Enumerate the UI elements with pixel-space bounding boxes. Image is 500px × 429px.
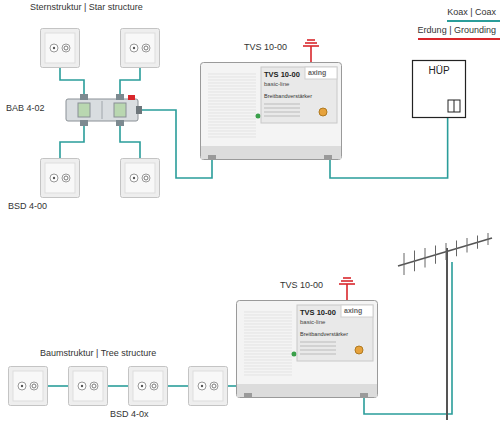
transfer-point-box: HÜP: [412, 60, 466, 118]
wall-socket: [69, 367, 108, 406]
legend-item: Koax | Coax: [447, 1, 500, 22]
structure-label: Sternstruktur | Star structure: [30, 3, 143, 13]
wall-socket: [121, 29, 160, 68]
wall-socket: [129, 367, 168, 406]
node-text: BAB 4-02: [6, 104, 45, 114]
coax-wire: [60, 68, 140, 158]
ground-symbol: [303, 40, 319, 62]
node-text: axing: [344, 307, 362, 315]
amplifier-box: TVS 10-00TVS 10-00basic-lineaxingBreitba…: [236, 300, 378, 398]
node-text: TVS 10-00: [300, 309, 336, 317]
legend-text: Erdung | Grounding: [418, 26, 500, 36]
node-text: TVS 10-00: [280, 281, 323, 291]
node-text: Breitbandverstärker: [300, 331, 348, 337]
node-text: axing: [308, 69, 326, 77]
node-text: Breitbandverstärker: [264, 93, 312, 99]
node-text: basic-line: [264, 81, 289, 88]
node-text: TVS 10-00: [244, 43, 287, 53]
splitter-box: BAB 4-02: [62, 94, 142, 126]
legend-line: [447, 20, 500, 22]
node-text: TVS 10-00: [264, 71, 300, 79]
wall-socket: [41, 159, 80, 198]
node-text: basic-line: [300, 319, 325, 326]
legend-line: [418, 38, 500, 40]
wall-socket: [9, 367, 48, 406]
amplifier-box: TVS 10-00TVS 10-00basic-lineaxingBreitba…: [200, 62, 342, 160]
node-text: HÜP: [412, 65, 466, 76]
legend-item: Erdung | Grounding: [418, 19, 500, 40]
wall-socket: [41, 29, 80, 68]
antenna: [398, 233, 492, 420]
ground-symbol: [339, 278, 355, 300]
part-label: BSD 4-0x: [110, 410, 149, 420]
structure-label: Baumstruktur | Tree structure: [40, 349, 156, 359]
part-label: BSD 4-00: [8, 202, 47, 212]
coax-wire: [48, 262, 452, 414]
wall-socket: [121, 159, 160, 198]
coax-cable: [330, 118, 448, 178]
legend-text: Koax | Coax: [447, 8, 500, 18]
split-shape: [62, 94, 142, 126]
wall-socket: [189, 367, 228, 406]
